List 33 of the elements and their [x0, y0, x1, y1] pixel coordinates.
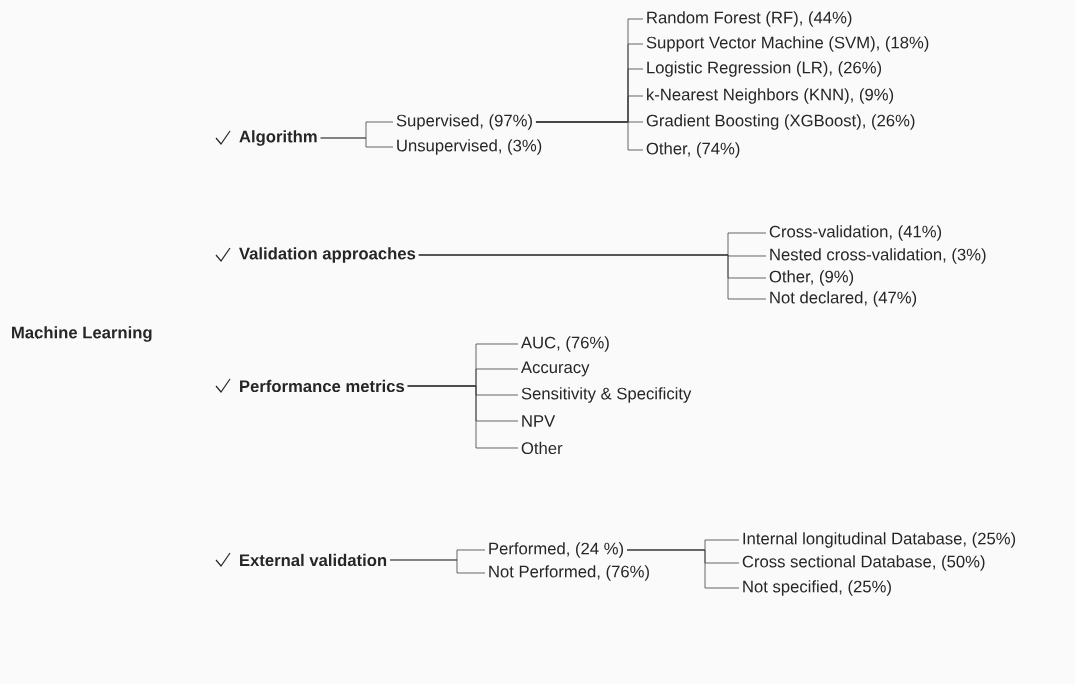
connector-line [418, 254, 767, 300]
item-text: Gradient Boosting (XGBoost), (26%) [646, 114, 915, 130]
connector-line [389, 559, 486, 574]
heading-text: Performance metrics [240, 379, 405, 393]
item-text: Cross sectional Database, (50%) [742, 555, 985, 571]
item-text: Internal longitudinal Database, (25%) [743, 532, 1016, 548]
item-text: Supervised, (97%) [396, 114, 532, 130]
connector-line [407, 385, 519, 449]
item-text: Cross-validation, (41%) [769, 225, 942, 241]
item-text: k-Nearest Neighbors (KNN), (9%) [647, 88, 894, 104]
item-text: Performed, (24 %) [489, 542, 624, 558]
item-text: Unsupervised, (3%) [397, 139, 542, 155]
connector-line [626, 549, 740, 589]
item-text: Logistic Regression (LR), (26%) [647, 61, 882, 77]
item-text: Other, (74%) [646, 142, 740, 158]
heading-text: Machine Learning [12, 326, 152, 342]
connector-line [320, 137, 394, 148]
item-text: Nested cross-validation, (3%) [770, 248, 986, 264]
item-text: Other [521, 441, 563, 455]
item-text: Not specified, (25%) [743, 580, 891, 596]
heading-text: External validation [240, 553, 387, 567]
item-text: Not declared, (47%) [770, 291, 917, 307]
heading-text: Validation approaches [239, 247, 416, 263]
item-text: Sensitivity & Specificity [521, 387, 692, 403]
item-text: NPV [522, 415, 556, 427]
item-text: Random Forest (RF), (44%) [647, 11, 852, 27]
item-text: AUC, (76%) [521, 336, 609, 352]
heading-text: Algorithm [239, 130, 317, 146]
item-text: Accuracy [521, 361, 590, 377]
item-text: Not Performed, (76%) [489, 565, 649, 581]
item-text: Other, (9%) [769, 270, 854, 286]
connector-line [535, 121, 644, 151]
item-text: Support Vector Machine (SVM), (18%) [646, 36, 929, 52]
